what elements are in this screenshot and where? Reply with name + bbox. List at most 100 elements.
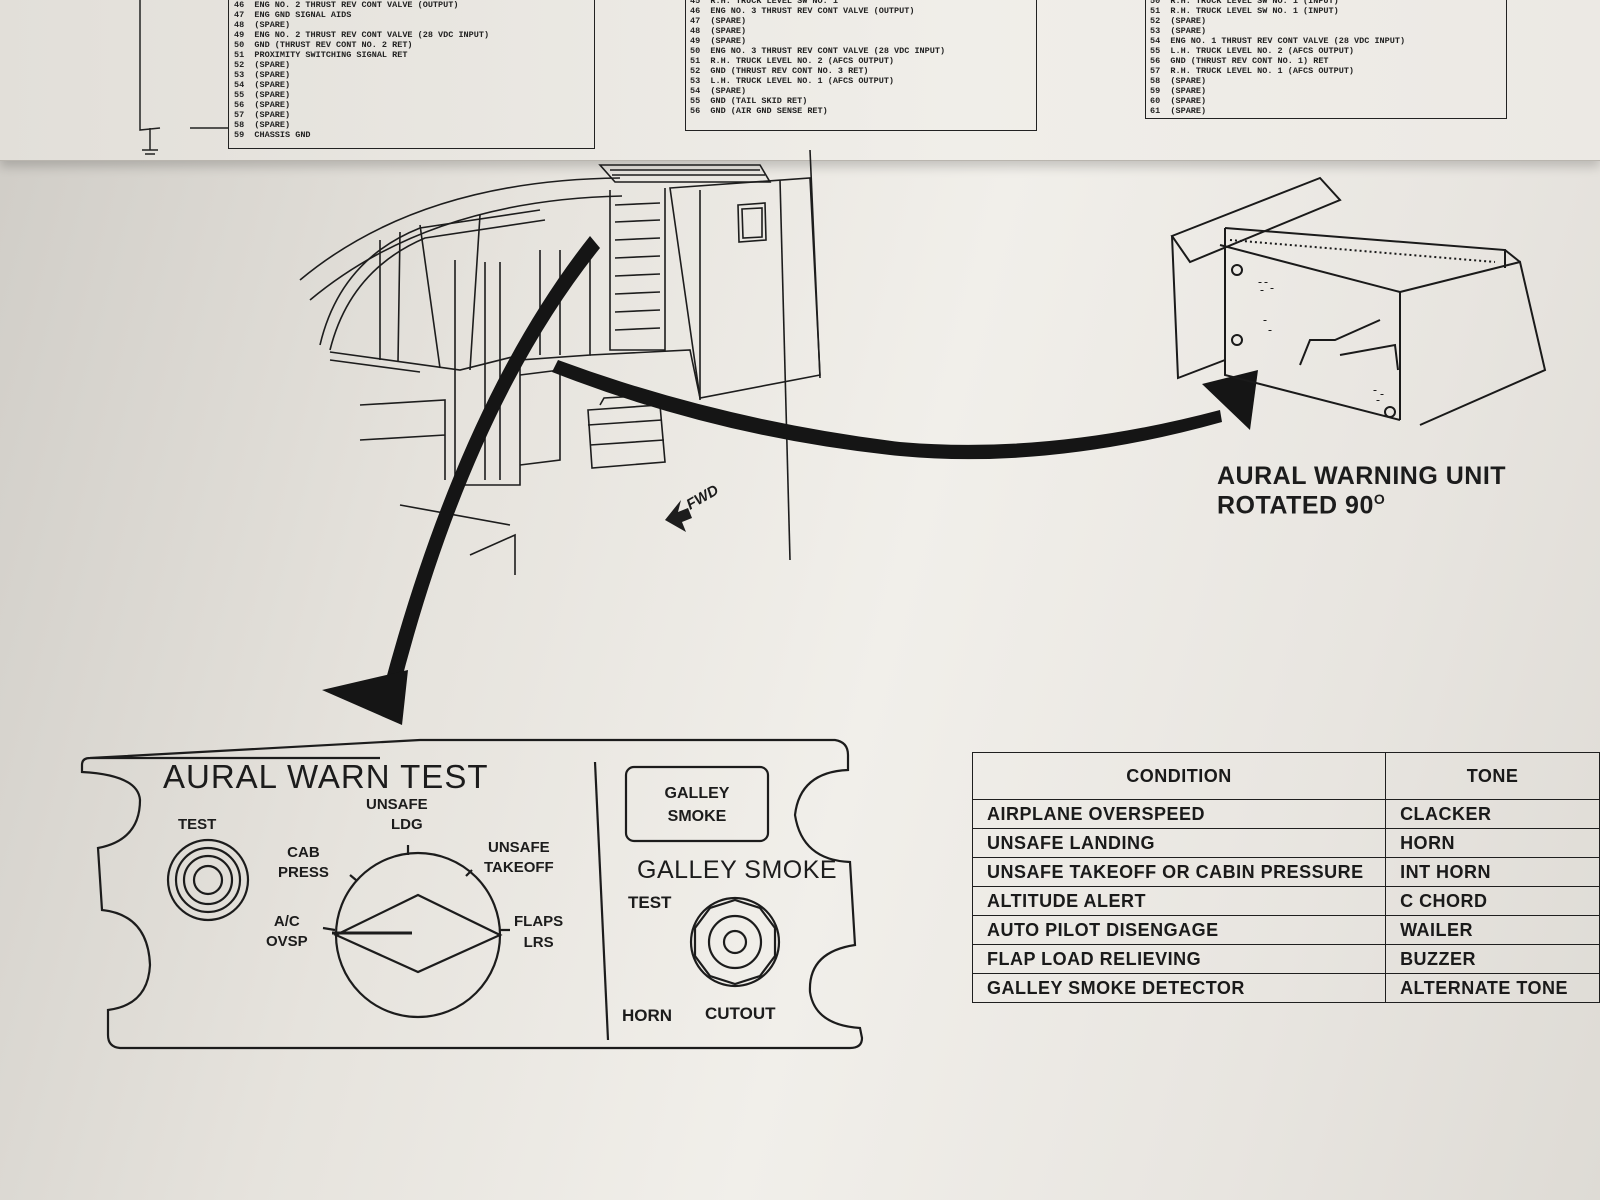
wiring-list-pin-number: 60 <box>1150 96 1171 106</box>
wiring-list-row: 45 R.H. TRUCK LEVEL SW NO. 1 <box>690 0 945 6</box>
wiring-list-description: (SPARE) <box>1170 106 1207 116</box>
wiring-list-description: ENG NO. 3 THRUST REV CONT VALVE (OUTPUT) <box>710 6 915 16</box>
panel-title: AURAL WARN TEST <box>163 758 489 795</box>
wiring-list-pin-number: 52 <box>234 60 255 70</box>
wiring-list-pin-number: 55 <box>234 90 255 100</box>
wiring-list-pin-number: 52 <box>1150 16 1171 26</box>
wiring-list-pin-number: 50 <box>690 46 711 56</box>
position-flaps-lrs-line1: FLAPS <box>514 913 564 930</box>
wiring-list-row: 50 ENG NO. 3 THRUST REV CONT VALVE (28 V… <box>690 46 945 56</box>
wiring-list-row: 48 (SPARE) <box>234 20 489 30</box>
position-unsafe-takeoff-line2: TAKEOFF <box>484 859 554 876</box>
horn-label: HORN <box>622 1006 673 1025</box>
wiring-list-description: (SPARE) <box>710 16 747 26</box>
wiring-list-row: 57 R.H. TRUCK LEVEL NO. 1 (AFCS OUTPUT) <box>1150 66 1405 76</box>
wiring-list-description: R.H. TRUCK LEVEL NO. 1 (AFCS OUTPUT) <box>1170 66 1355 76</box>
wiring-list-pin-number: 50 <box>1150 0 1171 6</box>
header-condition: CONDITION <box>971 752 1387 800</box>
wiring-list-row: 56 (SPARE) <box>234 100 489 110</box>
fwd-arrow-icon <box>665 500 692 532</box>
position-unsafe-ldg-line1: UNSAFE <box>366 796 428 813</box>
tone-cell: WAILER <box>1385 915 1600 945</box>
wiring-list-description: ENG NO. 2 THRUST REV CONT VALVE (28 VDC … <box>254 30 490 40</box>
position-unsafe-ldg-line2: LDG <box>391 816 423 833</box>
pointer-arrow-to-panel-icon <box>322 236 600 725</box>
wiring-list-row: 57 (SPARE) <box>234 110 489 120</box>
wiring-list-box-1 <box>228 0 595 149</box>
tone-cell: C CHORD <box>1385 886 1600 916</box>
tone-cell: BUZZER <box>1385 944 1600 974</box>
wiring-list-row: 55 L.H. TRUCK LEVEL NO. 2 (AFCS OUTPUT) <box>1150 46 1405 56</box>
wiring-list-row: 48 (SPARE) <box>690 26 945 36</box>
wiring-list-sheet: 45 R.H. TRUCK LEVEL NO. 146 ENG NO. 2 TH… <box>0 0 1600 161</box>
wiring-list-description: (SPARE) <box>254 120 291 130</box>
wiring-list-row: 61 (SPARE) <box>1150 106 1405 116</box>
wiring-list-row: 49 ENG NO. 2 THRUST REV CONT VALVE (28 V… <box>234 30 489 40</box>
wiring-list-description: (SPARE) <box>254 70 291 80</box>
wiring-list-description: (SPARE) <box>254 80 291 90</box>
table-header-row: CONDITION TONE <box>971 752 1600 800</box>
position-unsafe-ldg-label: UNSAFE LDG <box>366 795 428 835</box>
wiring-list-pin-number: 59 <box>1150 86 1171 96</box>
wiring-list-description: GND (THRUST REV CONT NO. 2 RET) <box>254 40 413 50</box>
wiring-list-pin-number: 49 <box>234 30 255 40</box>
wiring-list-pin-number: 59 <box>234 130 255 140</box>
warning-unit-label-line2-text: ROTATED 90 <box>1217 491 1374 520</box>
wiring-list-description: R.H. TRUCK LEVEL NO. 2 (AFCS OUTPUT) <box>710 56 895 66</box>
wiring-list-description: (SPARE) <box>710 26 747 36</box>
condition-cell: GALLEY SMOKE DETECTOR <box>971 973 1387 1003</box>
wiring-list-pin-number: 54 <box>690 86 711 96</box>
wiring-list-pin-number: 47 <box>690 16 711 26</box>
wiring-list-pin-number: 53 <box>690 76 711 86</box>
wiring-list-pin-number: 51 <box>234 50 255 60</box>
wiring-list-pin-number: 56 <box>690 106 711 116</box>
warning-unit-label-degree: O <box>1373 491 1386 507</box>
wiring-list-row: 55 (SPARE) <box>234 90 489 100</box>
position-ac-ovsp-line1: A/C <box>273 913 300 930</box>
galley-smoke-title: GALLEY SMOKE <box>637 856 838 884</box>
galley-smoke-light-line2: SMOKE <box>667 808 727 825</box>
wiring-list-pin-number: 46 <box>234 0 255 10</box>
wiring-list-description: CHASSIS GND <box>254 130 311 140</box>
ground-symbol-sketch <box>139 0 228 155</box>
position-cab-press-label: CAB PRESS <box>278 843 329 883</box>
wiring-list-row: 53 (SPARE) <box>1150 26 1405 36</box>
wiring-list-row: 50 GND (THRUST REV CONT NO. 2 RET) <box>234 40 489 50</box>
wiring-list-row: 59 CHASSIS GND <box>234 130 489 140</box>
wiring-list-pin-number: 48 <box>234 20 255 30</box>
wiring-list-row: 53 (SPARE) <box>234 70 489 80</box>
wiring-list-col-3: 50 R.H. TRUCK LEVEL SW NO. 1 (INPUT)51 R… <box>1150 0 1405 116</box>
wiring-list-pin-number: 50 <box>234 40 255 50</box>
wiring-list-description: (SPARE) <box>1170 86 1207 96</box>
wiring-list-description: (SPARE) <box>710 86 747 96</box>
wiring-list-description: R.H. TRUCK LEVEL SW NO. 1 <box>710 0 838 6</box>
wiring-list-pin-number: 51 <box>690 56 711 66</box>
wiring-list-description: (SPARE) <box>254 90 291 100</box>
aural-warning-unit-drawing <box>1170 176 1547 426</box>
wiring-list-pin-number: 61 <box>1150 106 1171 116</box>
wiring-list-row: 56 GND (THRUST REV CONT NO. 1) RET <box>1150 56 1405 66</box>
wiring-list-pin-number: 55 <box>1150 46 1171 56</box>
wiring-list-pin-number: 49 <box>690 36 711 46</box>
wiring-list-pin-number: 54 <box>1150 36 1171 46</box>
wiring-list-description: PROXIMITY SWITCHING SIGNAL RET <box>254 50 408 60</box>
wiring-list-description: (SPARE) <box>254 20 291 30</box>
wiring-list-row: 51 R.H. TRUCK LEVEL NO. 2 (AFCS OUTPUT) <box>690 56 945 66</box>
aural-warn-test-panel-outline <box>80 738 864 1050</box>
wiring-list-pin-number: 53 <box>234 70 255 80</box>
wiring-list-row: 53 L.H. TRUCK LEVEL NO. 1 (AFCS OUTPUT) <box>690 76 945 86</box>
position-flaps-lrs-label: FLAPS LRS <box>514 911 563 953</box>
wiring-list-row: 52 (SPARE) <box>1150 16 1405 26</box>
position-unsafe-takeoff-line1: UNSAFE <box>488 839 550 856</box>
wiring-list-col-1: 45 R.H. TRUCK LEVEL NO. 146 ENG NO. 2 TH… <box>234 0 489 140</box>
wiring-list-row: 59 (SPARE) <box>1150 86 1405 96</box>
wiring-list-row: 54 ENG NO. 1 THRUST REV CONT VALVE (28 V… <box>1150 36 1405 46</box>
wiring-list-row: 50 R.H. TRUCK LEVEL SW NO. 1 (INPUT) <box>1150 0 1405 6</box>
position-cab-press-line2: PRESS <box>278 864 329 881</box>
